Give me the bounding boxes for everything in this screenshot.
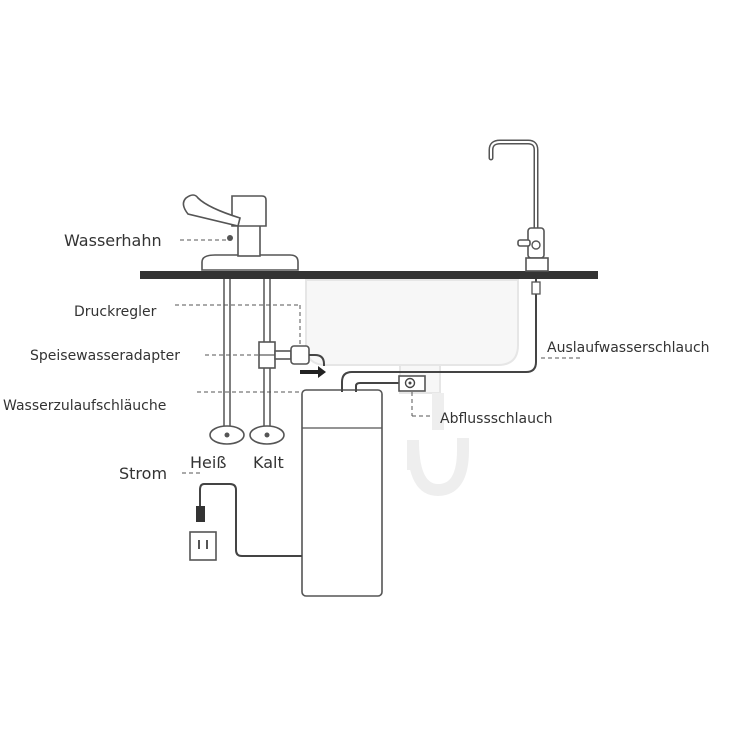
- drain-trap: [407, 393, 469, 497]
- label-wasserzulaufschlaeuche: Wasserzulaufschläuche: [3, 398, 166, 414]
- label-abflussschlauch: Abflussschlauch: [440, 411, 553, 427]
- hot-water-valve: [209, 425, 245, 445]
- filter-unit: [301, 389, 383, 597]
- label-kalt: Kalt: [253, 453, 284, 472]
- label-wasserhahn: Wasserhahn: [64, 231, 162, 250]
- flow-arrow: [300, 366, 326, 378]
- countertop: [140, 271, 598, 279]
- drain-clamp: [398, 375, 426, 392]
- pressure-regulator: [290, 345, 325, 366]
- label-heiss: Heiß: [190, 453, 226, 472]
- drain-hose: [355, 382, 400, 392]
- power-plug: [196, 506, 205, 522]
- label-strom: Strom: [119, 464, 167, 483]
- cold-water-valve: [249, 425, 285, 445]
- label-druckregler: Druckregler: [74, 304, 157, 320]
- hose-connector: [531, 281, 541, 295]
- power-socket: [189, 531, 217, 561]
- outlet-water-hose: [341, 279, 537, 392]
- label-auslaufwasserschlauch: Auslaufwasserschlauch: [547, 340, 710, 356]
- leader-lines: [175, 239, 580, 474]
- power-cable: [199, 483, 302, 557]
- label-speisewasseradapter: Speisewasseradapter: [30, 348, 180, 364]
- main-faucet: [182, 194, 299, 271]
- feed-water-adapter: [258, 341, 292, 369]
- ro-faucet: [488, 139, 549, 272]
- supply-pipes: [223, 279, 271, 428]
